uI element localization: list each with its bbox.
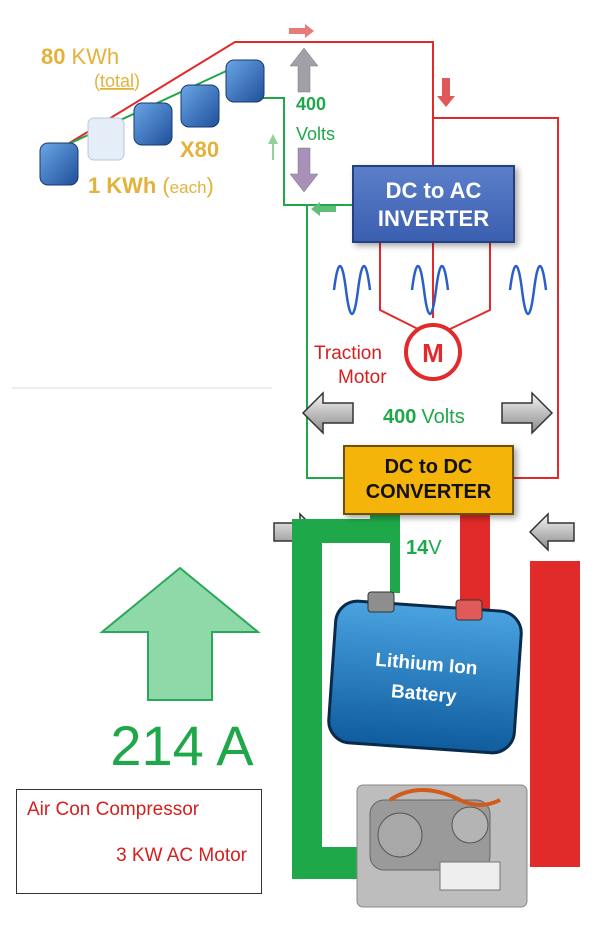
converter-negative-wire	[306, 205, 343, 479]
battery-cell	[225, 59, 265, 103]
side-arrow-left-icon	[528, 512, 575, 552]
pack-cell-unit: KWh	[106, 173, 156, 198]
inverter-box: DC to AC INVERTER	[352, 165, 515, 243]
traction-motor	[404, 323, 462, 381]
lithium-battery	[327, 591, 523, 755]
pack-total-note: total	[100, 71, 134, 91]
caption-line1: Air Con Compressor	[27, 799, 200, 820]
bus-unit: Volts	[421, 406, 464, 428]
phase-wire-a	[379, 243, 421, 331]
battery-terminal-negative	[367, 591, 395, 613]
caption-line2: 3 KW AC Motor	[116, 845, 247, 866]
bus-arrow-left-icon	[301, 391, 354, 435]
battery-cell	[180, 84, 220, 128]
motor-symbol: M	[422, 338, 444, 368]
arrow-down-icon	[437, 78, 455, 107]
bus-value: 400	[383, 406, 416, 428]
inverter-line2: INVERTER	[377, 206, 490, 231]
pack-cell-note: each	[170, 178, 207, 197]
bus-voltage-value: 400	[296, 94, 326, 114]
converter-box: DC to DC CONVERTER	[343, 445, 514, 515]
svg-text:(total): (total)	[94, 71, 140, 91]
arrow-left-icon	[311, 202, 336, 216]
bus-voltage-unit: Volts	[296, 124, 335, 144]
sine-wave-left	[332, 265, 372, 315]
double-arrow-down-icon	[289, 147, 319, 193]
flow-arrows	[268, 24, 455, 216]
double-arrow-up-icon	[289, 47, 319, 93]
arrow-right-icon	[289, 24, 314, 38]
sine-wave-middle	[410, 265, 450, 315]
phase-wire-c	[447, 243, 491, 331]
converter-line1: DC to DC	[384, 456, 473, 478]
battery-cell	[133, 102, 173, 146]
battery-cell-ghost	[87, 117, 125, 161]
motor-labels: Traction Motor M	[314, 338, 444, 388]
bus-arrow-right-icon	[501, 391, 554, 435]
current-arrow-icon	[99, 566, 261, 701]
caption-box: Air Con Compressor 3 KW AC Motor	[16, 789, 262, 894]
lv-wiring	[292, 515, 580, 879]
battery-terminal-positive	[455, 599, 483, 621]
pack-negative-wire	[240, 97, 352, 206]
battery-cell-group	[39, 59, 265, 186]
lv-positive-to-compressor	[530, 845, 580, 867]
lv-unit: V	[428, 537, 442, 559]
pack-total-unit: KWh	[71, 44, 119, 69]
pack-cell-value: 1	[88, 173, 100, 198]
pack-multiplier: X80	[180, 137, 219, 162]
lv-negative-cable	[292, 515, 400, 879]
motor-label-line1: Traction	[314, 343, 382, 364]
inverter-line1: DC to AC	[385, 178, 482, 203]
arrow-up-icon	[268, 134, 278, 160]
battery-cell	[39, 142, 79, 186]
pack-total-value: 80	[41, 44, 65, 69]
svg-text:14V: 14V	[406, 537, 442, 559]
lv-value: 14	[406, 537, 429, 559]
ac-waveforms	[332, 265, 548, 315]
compressor-photo	[356, 784, 528, 908]
sine-wave-right	[508, 265, 548, 315]
current-value: 214 A	[110, 714, 254, 777]
motor-label-line2: Motor	[338, 367, 387, 388]
lv-positive-cable	[460, 515, 580, 867]
converter-line2: CONVERTER	[365, 481, 492, 503]
